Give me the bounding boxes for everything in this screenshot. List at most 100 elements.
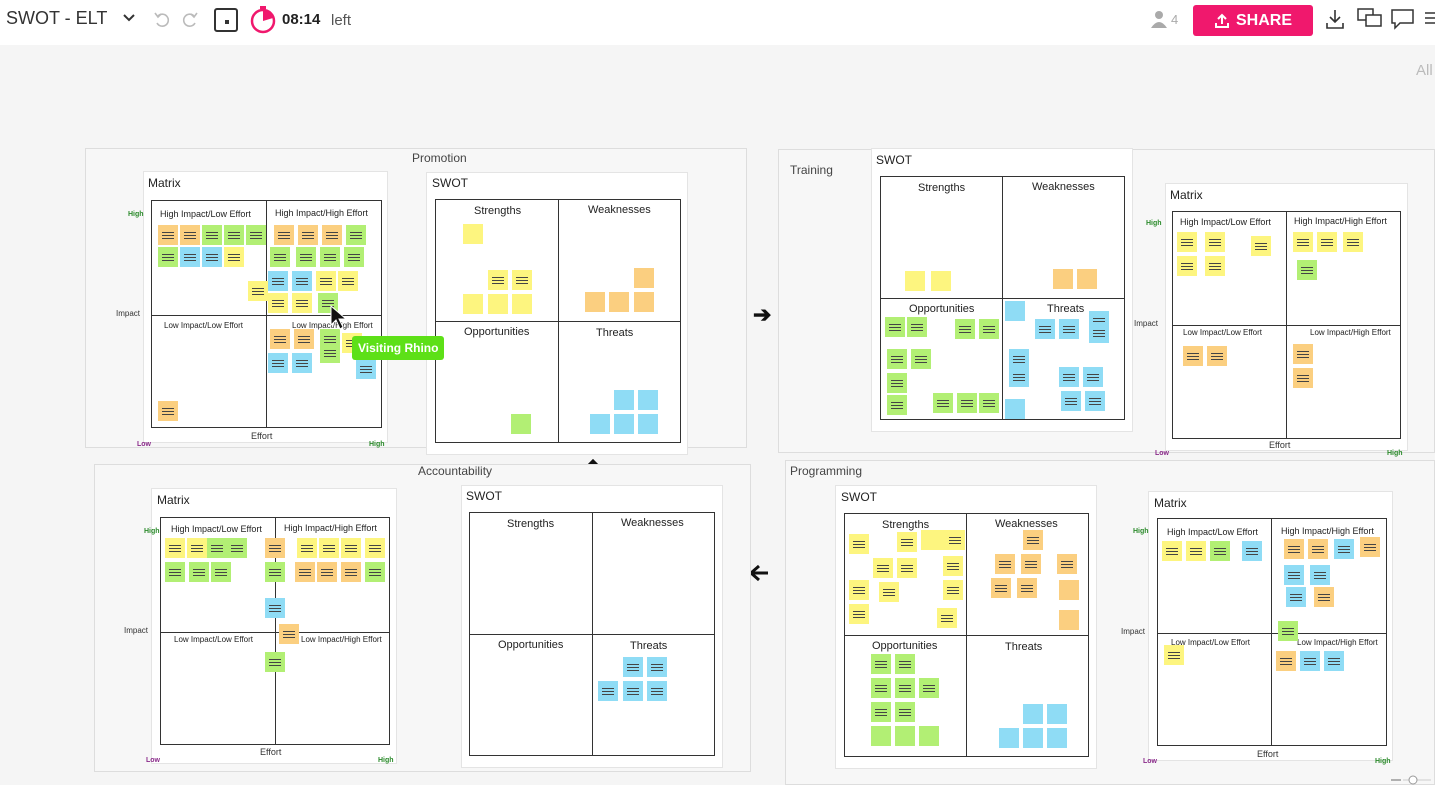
sticky-note[interactable] xyxy=(341,538,361,558)
sticky-note[interactable] xyxy=(887,373,907,393)
sticky-note[interactable] xyxy=(322,225,342,245)
sticky-note[interactable] xyxy=(1059,610,1079,630)
sticky-note[interactable] xyxy=(338,271,358,291)
sticky-note[interactable] xyxy=(638,414,658,434)
sticky-note[interactable] xyxy=(634,268,654,288)
sticky-note[interactable] xyxy=(887,395,907,415)
sticky-note[interactable] xyxy=(319,538,339,558)
sticky-note[interactable] xyxy=(871,726,891,746)
sticky-note[interactable] xyxy=(1314,587,1334,607)
sticky-note[interactable] xyxy=(265,538,285,558)
sticky-note[interactable] xyxy=(945,530,965,550)
chat-icon[interactable] xyxy=(1390,8,1416,30)
sticky-note[interactable] xyxy=(871,678,891,698)
sticky-note[interactable] xyxy=(1278,621,1298,641)
sticky-note[interactable] xyxy=(270,329,290,349)
sticky-note[interactable] xyxy=(895,726,915,746)
sticky-note[interactable] xyxy=(897,558,917,578)
sticky-note[interactable] xyxy=(887,349,907,369)
sticky-note[interactable] xyxy=(1360,537,1380,557)
sticky-note[interactable] xyxy=(1059,580,1079,600)
sticky-note[interactable] xyxy=(638,390,658,410)
sticky-note[interactable] xyxy=(957,393,977,413)
sticky-note[interactable] xyxy=(365,562,385,582)
sticky-note[interactable] xyxy=(165,562,185,582)
sticky-note[interactable] xyxy=(268,293,288,313)
sticky-note[interactable] xyxy=(158,247,178,267)
sticky-note[interactable] xyxy=(905,271,925,291)
sticky-note[interactable] xyxy=(1183,346,1203,366)
sticky-note[interactable] xyxy=(590,414,610,434)
sticky-note[interactable] xyxy=(1251,236,1271,256)
sticky-note[interactable] xyxy=(919,678,939,698)
sticky-note[interactable] xyxy=(298,225,318,245)
sticky-note[interactable] xyxy=(189,562,209,582)
sticky-note[interactable] xyxy=(1343,232,1363,252)
sticky-note[interactable] xyxy=(511,414,531,434)
sticky-note[interactable] xyxy=(995,554,1015,574)
sticky-note[interactable] xyxy=(1017,578,1037,598)
chevron-down-icon[interactable] xyxy=(121,10,137,26)
sticky-note[interactable] xyxy=(1334,539,1354,559)
sticky-note[interactable] xyxy=(1021,554,1041,574)
sticky-note[interactable] xyxy=(356,359,376,379)
sticky-note[interactable] xyxy=(1162,541,1182,561)
sticky-note[interactable] xyxy=(341,562,361,582)
sticky-note[interactable] xyxy=(849,604,869,624)
sticky-note[interactable] xyxy=(317,562,337,582)
timer-icon[interactable] xyxy=(249,5,277,35)
sticky-note[interactable] xyxy=(647,681,667,701)
sticky-note[interactable] xyxy=(937,608,957,628)
sticky-note[interactable] xyxy=(292,353,312,373)
sticky-note[interactable] xyxy=(895,678,915,698)
sticky-note[interactable] xyxy=(207,538,227,558)
sticky-note[interactable] xyxy=(187,538,207,558)
sticky-note[interactable] xyxy=(1242,541,1262,561)
sticky-note[interactable] xyxy=(999,728,1019,748)
sticky-note[interactable] xyxy=(1293,368,1313,388)
sticky-note[interactable] xyxy=(1009,367,1029,387)
sticky-note[interactable] xyxy=(224,247,244,267)
sticky-note[interactable] xyxy=(1059,367,1079,387)
sticky-note[interactable] xyxy=(1047,704,1067,724)
sticky-note[interactable] xyxy=(897,532,917,552)
sticky-note[interactable] xyxy=(849,580,869,600)
sticky-note[interactable] xyxy=(1205,232,1225,252)
sticky-note[interactable] xyxy=(227,538,247,558)
sticky-note[interactable] xyxy=(1293,344,1313,364)
sticky-note[interactable] xyxy=(320,247,340,267)
sticky-note[interactable] xyxy=(1023,530,1043,550)
sticky-note[interactable] xyxy=(1300,651,1320,671)
sticky-note[interactable] xyxy=(979,319,999,339)
sticky-note[interactable] xyxy=(1164,645,1184,665)
sticky-note[interactable] xyxy=(1077,269,1097,289)
sticky-note[interactable] xyxy=(158,225,178,245)
sticky-note[interactable] xyxy=(344,247,364,267)
sticky-note[interactable] xyxy=(265,652,285,672)
sticky-note[interactable] xyxy=(1047,728,1067,748)
sticky-note[interactable] xyxy=(1023,728,1043,748)
sticky-note[interactable] xyxy=(609,292,629,312)
online-users[interactable]: 4 xyxy=(1150,10,1178,28)
sticky-note[interactable] xyxy=(1205,256,1225,276)
sticky-note[interactable] xyxy=(265,598,285,618)
sticky-note[interactable] xyxy=(1083,367,1103,387)
sticky-note[interactable] xyxy=(296,247,316,267)
sticky-note[interactable] xyxy=(295,562,315,582)
sticky-note[interactable] xyxy=(614,414,634,434)
sticky-note[interactable] xyxy=(1177,232,1197,252)
sticky-note[interactable] xyxy=(1210,541,1230,561)
sticky-note[interactable] xyxy=(211,562,231,582)
sticky-note[interactable] xyxy=(1276,651,1296,671)
sticky-note[interactable] xyxy=(943,580,963,600)
sticky-note[interactable] xyxy=(158,401,178,421)
sticky-note[interactable] xyxy=(1284,565,1304,585)
sticky-note[interactable] xyxy=(224,225,244,245)
sticky-note[interactable] xyxy=(270,247,290,267)
undo-icon[interactable] xyxy=(152,10,172,30)
sticky-note[interactable] xyxy=(955,319,975,339)
sticky-note[interactable] xyxy=(614,390,634,410)
sticky-note[interactable] xyxy=(1297,260,1317,280)
comments-icon[interactable] xyxy=(1357,8,1383,30)
menu-icon[interactable] xyxy=(1424,8,1435,28)
